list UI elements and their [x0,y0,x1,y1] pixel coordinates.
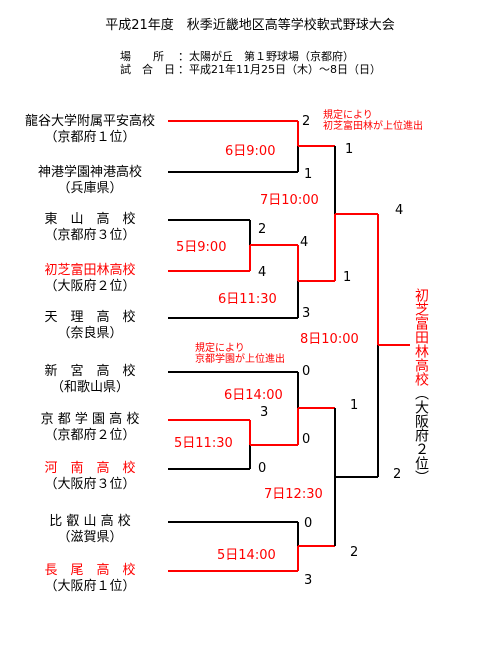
team-region: （京都府２位） [44,428,136,443]
team-region: （京都府３位） [44,228,136,243]
team-name: 京 都 学 園 高 校 [40,412,140,427]
score: 3 [260,405,269,420]
team-name: 長 尾 高 校 [44,563,136,578]
match-time: 7日12:30 [264,487,323,502]
score: 1 [304,167,313,182]
score: 0 [302,364,311,379]
rule-note: 規定により 京都学園が上位進出 [195,343,285,365]
team-region: （京都府１位） [44,130,136,145]
champion-region-close: ） [413,470,429,484]
match-time: 6日14:00 [224,388,283,403]
team-higashiyama: 東 山 高 校 （京都府３位） [0,212,180,244]
team-kanan: 河 南 高 校 （大阪府３位） [0,461,180,493]
match-time: 6日9:00 [225,144,276,159]
team-nagao: 長 尾 高 校 （大阪府１位） [0,563,180,595]
team-region: （兵庫県） [57,181,123,196]
match-time: 5日11:30 [174,436,233,451]
team-name: 天 理 高 校 [44,310,136,325]
team-heian: 龍谷大学附属平安高校 （京都府１位） [0,114,180,146]
champion-region-open: （ [413,386,429,400]
rule-note: 規定により 初芝富田林が上位進出 [323,110,423,132]
match-time: 7日10:00 [260,193,319,208]
score: 3 [304,573,313,588]
venue-value: ：太陽が丘 第１野球場（京都府） [178,50,354,63]
team-name: 初芝富田林高校 [44,263,136,278]
match-time: 8日10:00 [300,332,359,347]
team-region: （大阪府３位） [44,477,136,492]
score: 2 [350,545,359,560]
champion-name: 初芝富田林高校 [413,288,429,386]
team-name: 神港学園神港高校 [37,165,142,180]
team-kyotogakuen: 京 都 学 園 高 校 （京都府２位） [0,412,180,444]
score: 1 [345,142,354,157]
match-time: 5日14:00 [217,548,276,563]
champion: 初芝富田林高校（大阪府２位） [413,288,429,484]
team-region: （大阪府１位） [44,579,136,594]
team-region: （奈良県） [57,326,123,341]
team-shinko: 神港学園神港高校 （兵庫県） [0,165,180,197]
score: 1 [343,270,352,285]
team-name: 新 宮 高 校 [44,364,136,379]
date-value: ：平成21年11月25日（木）～8日（日） [178,63,381,76]
score: 2 [258,222,267,237]
score: 4 [395,203,404,218]
team-region: （滋賀県） [57,530,123,545]
team-hieizan: 比 叡 山 高 校 （滋賀県） [0,514,180,546]
score: 4 [300,235,309,250]
team-region: （大阪府２位） [44,279,136,294]
score: 1 [350,398,359,413]
score: 4 [258,265,267,280]
team-shingu: 新 宮 高 校 （和歌山県） [0,364,180,396]
team-name: 比 叡 山 高 校 [49,514,131,529]
score: 0 [258,461,267,476]
team-region: （和歌山県） [50,380,129,395]
date-label: 試 合 日 [120,63,175,76]
score: 0 [302,432,311,447]
venue-label: 場 所 [120,50,164,63]
match-time: 6日11:30 [218,292,277,307]
team-tenri: 天 理 高 校 （奈良県） [0,310,180,342]
score: 3 [302,306,311,321]
team-name: 河 南 高 校 [44,461,136,476]
team-name: 龍谷大学附属平安高校 [24,114,155,129]
score: 2 [302,114,311,129]
score: 2 [393,467,402,482]
tournament-title: 平成21年度 秋季近畿地区高等学校軟式野球大会 [105,18,395,33]
score: 0 [304,516,313,531]
team-name: 東 山 高 校 [44,212,136,227]
team-hatsushiba: 初芝富田林高校 （大阪府２位） [0,263,180,295]
champion-region: 大阪府２位 [413,400,429,470]
match-time: 5日9:00 [176,240,227,255]
